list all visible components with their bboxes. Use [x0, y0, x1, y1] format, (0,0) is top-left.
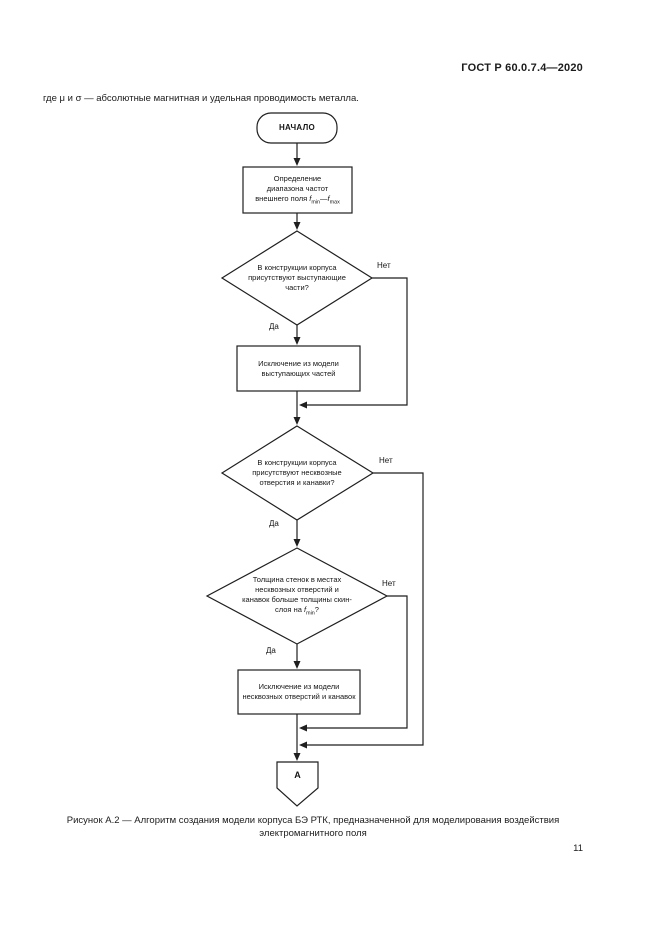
box1-f1: f: [309, 193, 312, 203]
arrow-down-3: [293, 337, 301, 345]
process-box-1-shape: [242, 166, 353, 214]
process-box-3-label: Исключение из модели несквозных отверсти…: [242, 682, 356, 701]
yes-label-2: Да: [269, 519, 279, 528]
arrow-down-6: [293, 661, 301, 669]
process-box-1-text: Определение диапазона частот внешнего по…: [255, 174, 340, 206]
decision-diamond-1-label: В конструкции корпуса присутствуют высту…: [248, 263, 346, 292]
box1-line1: Определение: [273, 173, 322, 183]
box1-sub-max: max: [329, 199, 340, 206]
arrow-down-5: [293, 539, 301, 547]
arrow-left-1: [299, 401, 307, 409]
box1-line2: диапазона частот: [266, 183, 329, 193]
no-label-2: Нет: [379, 456, 393, 465]
start-terminal-shape: [256, 112, 338, 144]
decision-diamond-3-label: Толщина стенок в местах несквозных отвер…: [241, 566, 353, 626]
decision3-sub: min: [306, 610, 315, 617]
no-label-1: Нет: [377, 261, 391, 270]
arrow-down-2: [293, 222, 301, 230]
decision3-suffix: ?: [314, 604, 319, 614]
yes-label-1: Да: [269, 322, 279, 331]
arrow-left-2: [299, 724, 307, 732]
process-box-2-label: Исключение из модели выступающих частей: [258, 358, 339, 378]
arrow-down-1: [293, 158, 301, 166]
start-terminal-label: НАЧАЛО: [278, 122, 316, 132]
arrow-heads: [293, 158, 307, 761]
arrow-down-7: [293, 753, 301, 761]
page-number: 11: [573, 843, 583, 854]
offpage-connector-label: А: [294, 770, 301, 781]
process-box-3-shape: [237, 669, 361, 715]
connector-no-branch-1: [306, 277, 408, 406]
connector-no-branch-2: [306, 472, 424, 746]
document-header: ГОСТ Р 60.0.7.4—2020: [461, 62, 583, 74]
intro-text: где μ и σ — абсолютные магнитная и удель…: [43, 93, 359, 104]
box1-f2: f: [327, 193, 330, 203]
figure-caption: Рисунок А.2 — Алгоритм создания модели к…: [66, 815, 560, 840]
process-box-1-label: Определение диапазона частот внешнего по…: [247, 167, 348, 213]
decision-diamond-2-label: В конструкции корпуса присутствуют нескв…: [252, 458, 342, 487]
box1-sub-min: min: [311, 199, 321, 206]
box1-line3-prefix: внешнего поля: [255, 193, 310, 203]
process-box-2-shape: [236, 345, 361, 392]
connector-no-branch-3: [306, 595, 408, 729]
decision-diamond-3-text: Толщина стенок в местах несквозных отвер…: [241, 575, 353, 617]
yes-label-3: Да: [266, 646, 276, 655]
no-label-3: Нет: [382, 579, 396, 588]
decision-diamond-2-shape: [220, 425, 375, 521]
box1-dash: —: [320, 193, 328, 203]
decision3-f: f: [303, 604, 307, 614]
arrow-down-4: [293, 417, 301, 425]
decision-diamond-3-shape: [205, 547, 389, 645]
decision3-prefix: Толщина стенок в местах несквозных отвер…: [242, 574, 352, 614]
arrow-left-3: [299, 741, 307, 749]
decision-diamond-1-shape: [220, 230, 374, 326]
offpage-connector-shape: [276, 761, 319, 807]
